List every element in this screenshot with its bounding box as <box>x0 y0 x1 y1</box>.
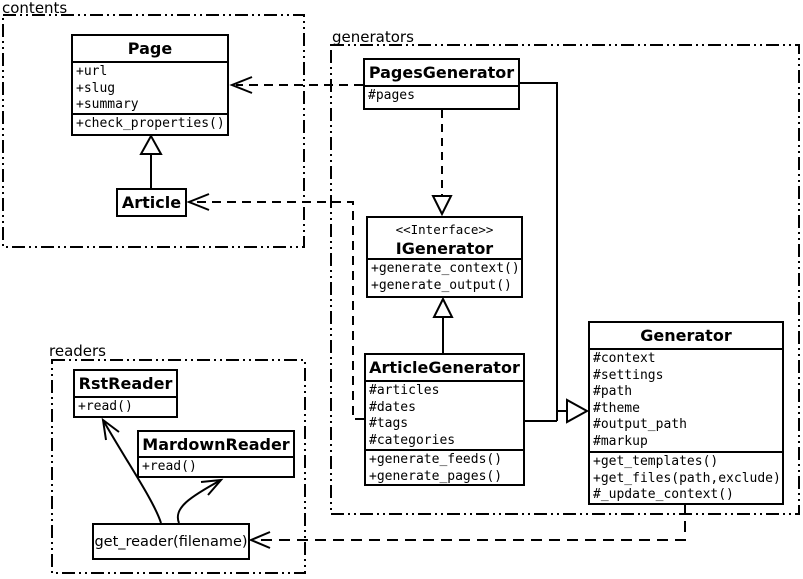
class-pagesgenerator-name: PagesGenerator <box>368 63 515 82</box>
class-rstreader-methods: +read() <box>75 396 176 416</box>
association-getreader-rstreader-line <box>102 419 162 524</box>
class-page: Page +url +slug +summary +check_properti… <box>71 34 229 136</box>
class-articlegenerator-name: ArticleGenerator <box>369 358 520 377</box>
class-igenerator-methods: +generate_context() +generate_output() <box>368 258 521 296</box>
class-mardownreader: MardownReader +read() <box>137 430 295 478</box>
method: +check_properties() <box>76 116 225 131</box>
class-igenerator: <<Interface>> IGenerator +generate_conte… <box>366 216 523 298</box>
association-getreader-mardownreader-line <box>176 479 222 524</box>
generalization-articlegenerator-igenerator-arrowhead <box>432 296 454 318</box>
class-mardownreader-methods: +read() <box>139 456 293 476</box>
package-contents-label: contents <box>2 0 68 17</box>
method: +generate_context() <box>371 261 520 276</box>
attribute: #pages <box>368 88 415 103</box>
class-article: Article <box>116 188 187 217</box>
method: #_update_context() <box>593 487 734 502</box>
attribute: #settings <box>593 367 664 383</box>
generalization-generators-generator-arrowhead <box>566 398 590 424</box>
class-mardownreader-name: MardownReader <box>142 434 290 454</box>
dependency-pagesgenerator-page-arrowhead <box>229 76 253 94</box>
dependency-generator-getreader-line <box>254 503 686 541</box>
attribute: +summary <box>76 97 139 112</box>
method: +generate_feeds() <box>369 452 503 467</box>
package-readers-label: readers <box>49 342 106 360</box>
package-contents-border <box>2 14 305 248</box>
class-generator: Generator #context #settings #path #them… <box>588 321 784 505</box>
dependency-articlegenerator-article-arrowhead <box>186 193 210 211</box>
attribute: #articles <box>369 383 440 398</box>
class-articlegenerator: ArticleGenerator #articles #dates #tags … <box>364 353 525 486</box>
method: +read() <box>142 459 197 474</box>
attribute: #theme <box>593 400 640 416</box>
method: +generate_output() <box>371 277 512 293</box>
association-getreader-rstreader-arrowhead <box>101 417 120 441</box>
attribute: +url <box>76 64 108 79</box>
class-page-name: Page <box>127 39 173 58</box>
package-generators-border <box>330 44 800 515</box>
method: +get_files(path,exclude) <box>593 470 781 486</box>
class-page-attributes: +url +slug +summary <box>73 61 227 113</box>
attribute: #categories <box>369 432 456 448</box>
dependency-generator-getreader-arrowhead <box>248 531 271 549</box>
attribute: #output_path <box>593 417 687 432</box>
attribute: #tags <box>369 416 409 431</box>
package-generators-label: generators <box>332 28 414 46</box>
class-rstreader: RstReader +read() <box>73 369 178 418</box>
attribute: #markup <box>593 433 648 449</box>
dependency-articlegenerator-article-line <box>193 201 364 420</box>
attribute: +slug <box>76 80 116 96</box>
class-pagesgenerator-attributes: #pages <box>365 85 518 108</box>
method: +read() <box>78 399 133 414</box>
class-igenerator-stereotype: <<Interface>> <box>395 222 494 237</box>
attribute: #dates <box>369 399 416 415</box>
class-rstreader-name: RstReader <box>78 374 173 393</box>
attribute: #context <box>593 351 656 366</box>
package-readers-border <box>51 359 306 574</box>
class-igenerator-name: IGenerator <box>395 238 494 258</box>
generalization-generators-generator-line <box>520 82 567 422</box>
realization-pagesgenerator-igenerator-arrowhead <box>431 195 453 217</box>
class-generator-methods: +get_templates() +get_files(path,exclude… <box>590 451 782 503</box>
attribute: #path <box>593 384 633 399</box>
class-articlegenerator-methods: +generate_feeds() +generate_pages() <box>366 449 523 484</box>
class-articlegenerator-attributes: #articles #dates #tags #categories <box>366 380 523 449</box>
function-get-reader: get_reader(filename) <box>92 523 250 560</box>
class-pagesgenerator: PagesGenerator #pages <box>363 58 520 110</box>
class-page-methods: +check_properties() <box>73 113 227 134</box>
association-getreader-mardownreader-arrowhead <box>200 478 224 496</box>
method: +get_templates() <box>593 454 719 469</box>
method: +generate_pages() <box>369 468 503 484</box>
class-article-name: Article <box>121 193 182 212</box>
class-generator-name: Generator <box>640 326 732 345</box>
generalization-article-page-arrowhead <box>139 133 163 155</box>
class-generator-attributes: #context #settings #path #theme #output_… <box>590 348 782 451</box>
